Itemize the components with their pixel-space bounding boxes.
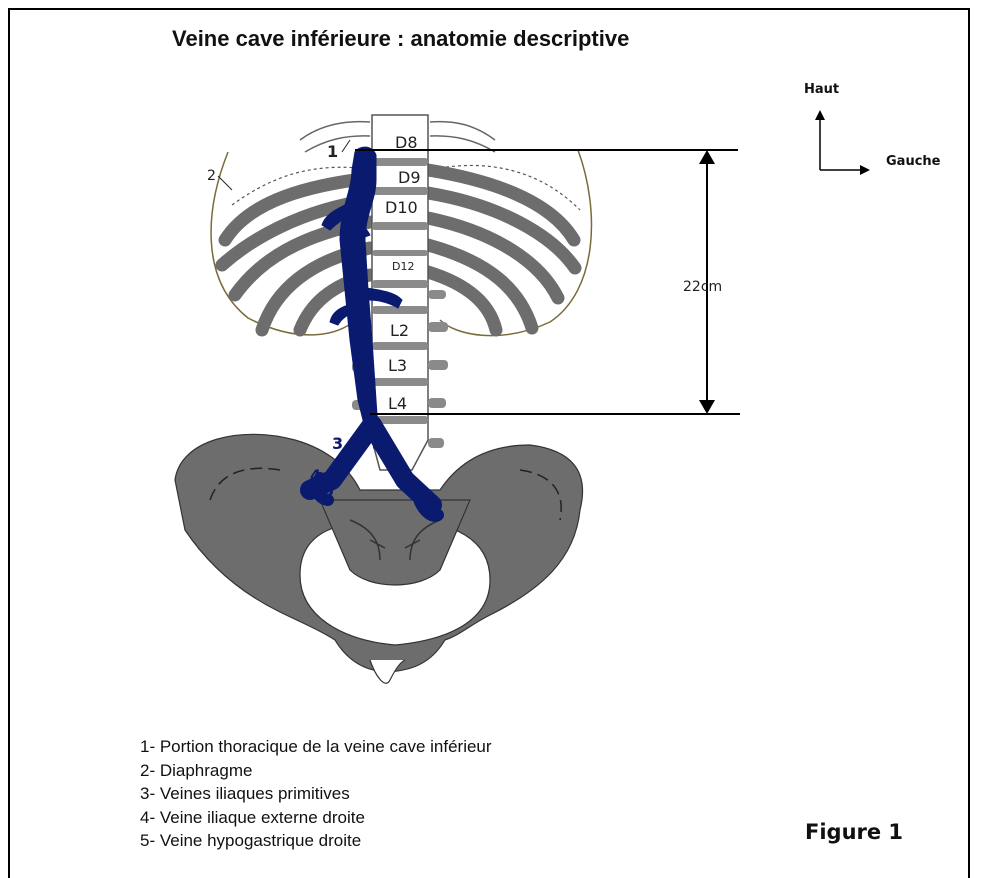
orientation-left-label: Gauche <box>886 154 941 169</box>
callout-number: 3 <box>372 434 383 453</box>
vertebra-label: D9 <box>398 168 421 187</box>
callout-number: 5 <box>323 481 334 500</box>
vertebra-label: L3 <box>388 356 407 375</box>
vertebra-label: D10 <box>385 198 418 217</box>
callout-number: 1 <box>327 142 338 161</box>
vertebra-label: L4 <box>388 394 407 413</box>
legend-item: 3- Veines iliaques primitives <box>140 782 492 806</box>
orientation-up-label: Haut <box>804 82 839 97</box>
callout-number: 4 <box>310 466 321 485</box>
legend-item: 5- Veine hypogastrique droite <box>140 829 492 853</box>
legend-item: 4- Veine iliaque externe droite <box>140 806 492 830</box>
measurement-label: 22cm <box>683 279 722 295</box>
legend: 1- Portion thoracique de la veine cave i… <box>140 735 492 853</box>
orientation-indicator <box>815 110 870 175</box>
ribs-right <box>428 170 575 330</box>
vertebra-label: L2 <box>390 321 409 340</box>
legend-item: 1- Portion thoracique de la veine cave i… <box>140 735 492 759</box>
pelvis <box>175 434 583 683</box>
figure-label: Figure 1 <box>805 820 903 844</box>
callout-number: 3 <box>332 434 343 453</box>
callout-number: 2 <box>207 168 216 184</box>
vertebra-label: D12 <box>392 260 414 273</box>
legend-item: 2- Diaphragme <box>140 759 492 783</box>
